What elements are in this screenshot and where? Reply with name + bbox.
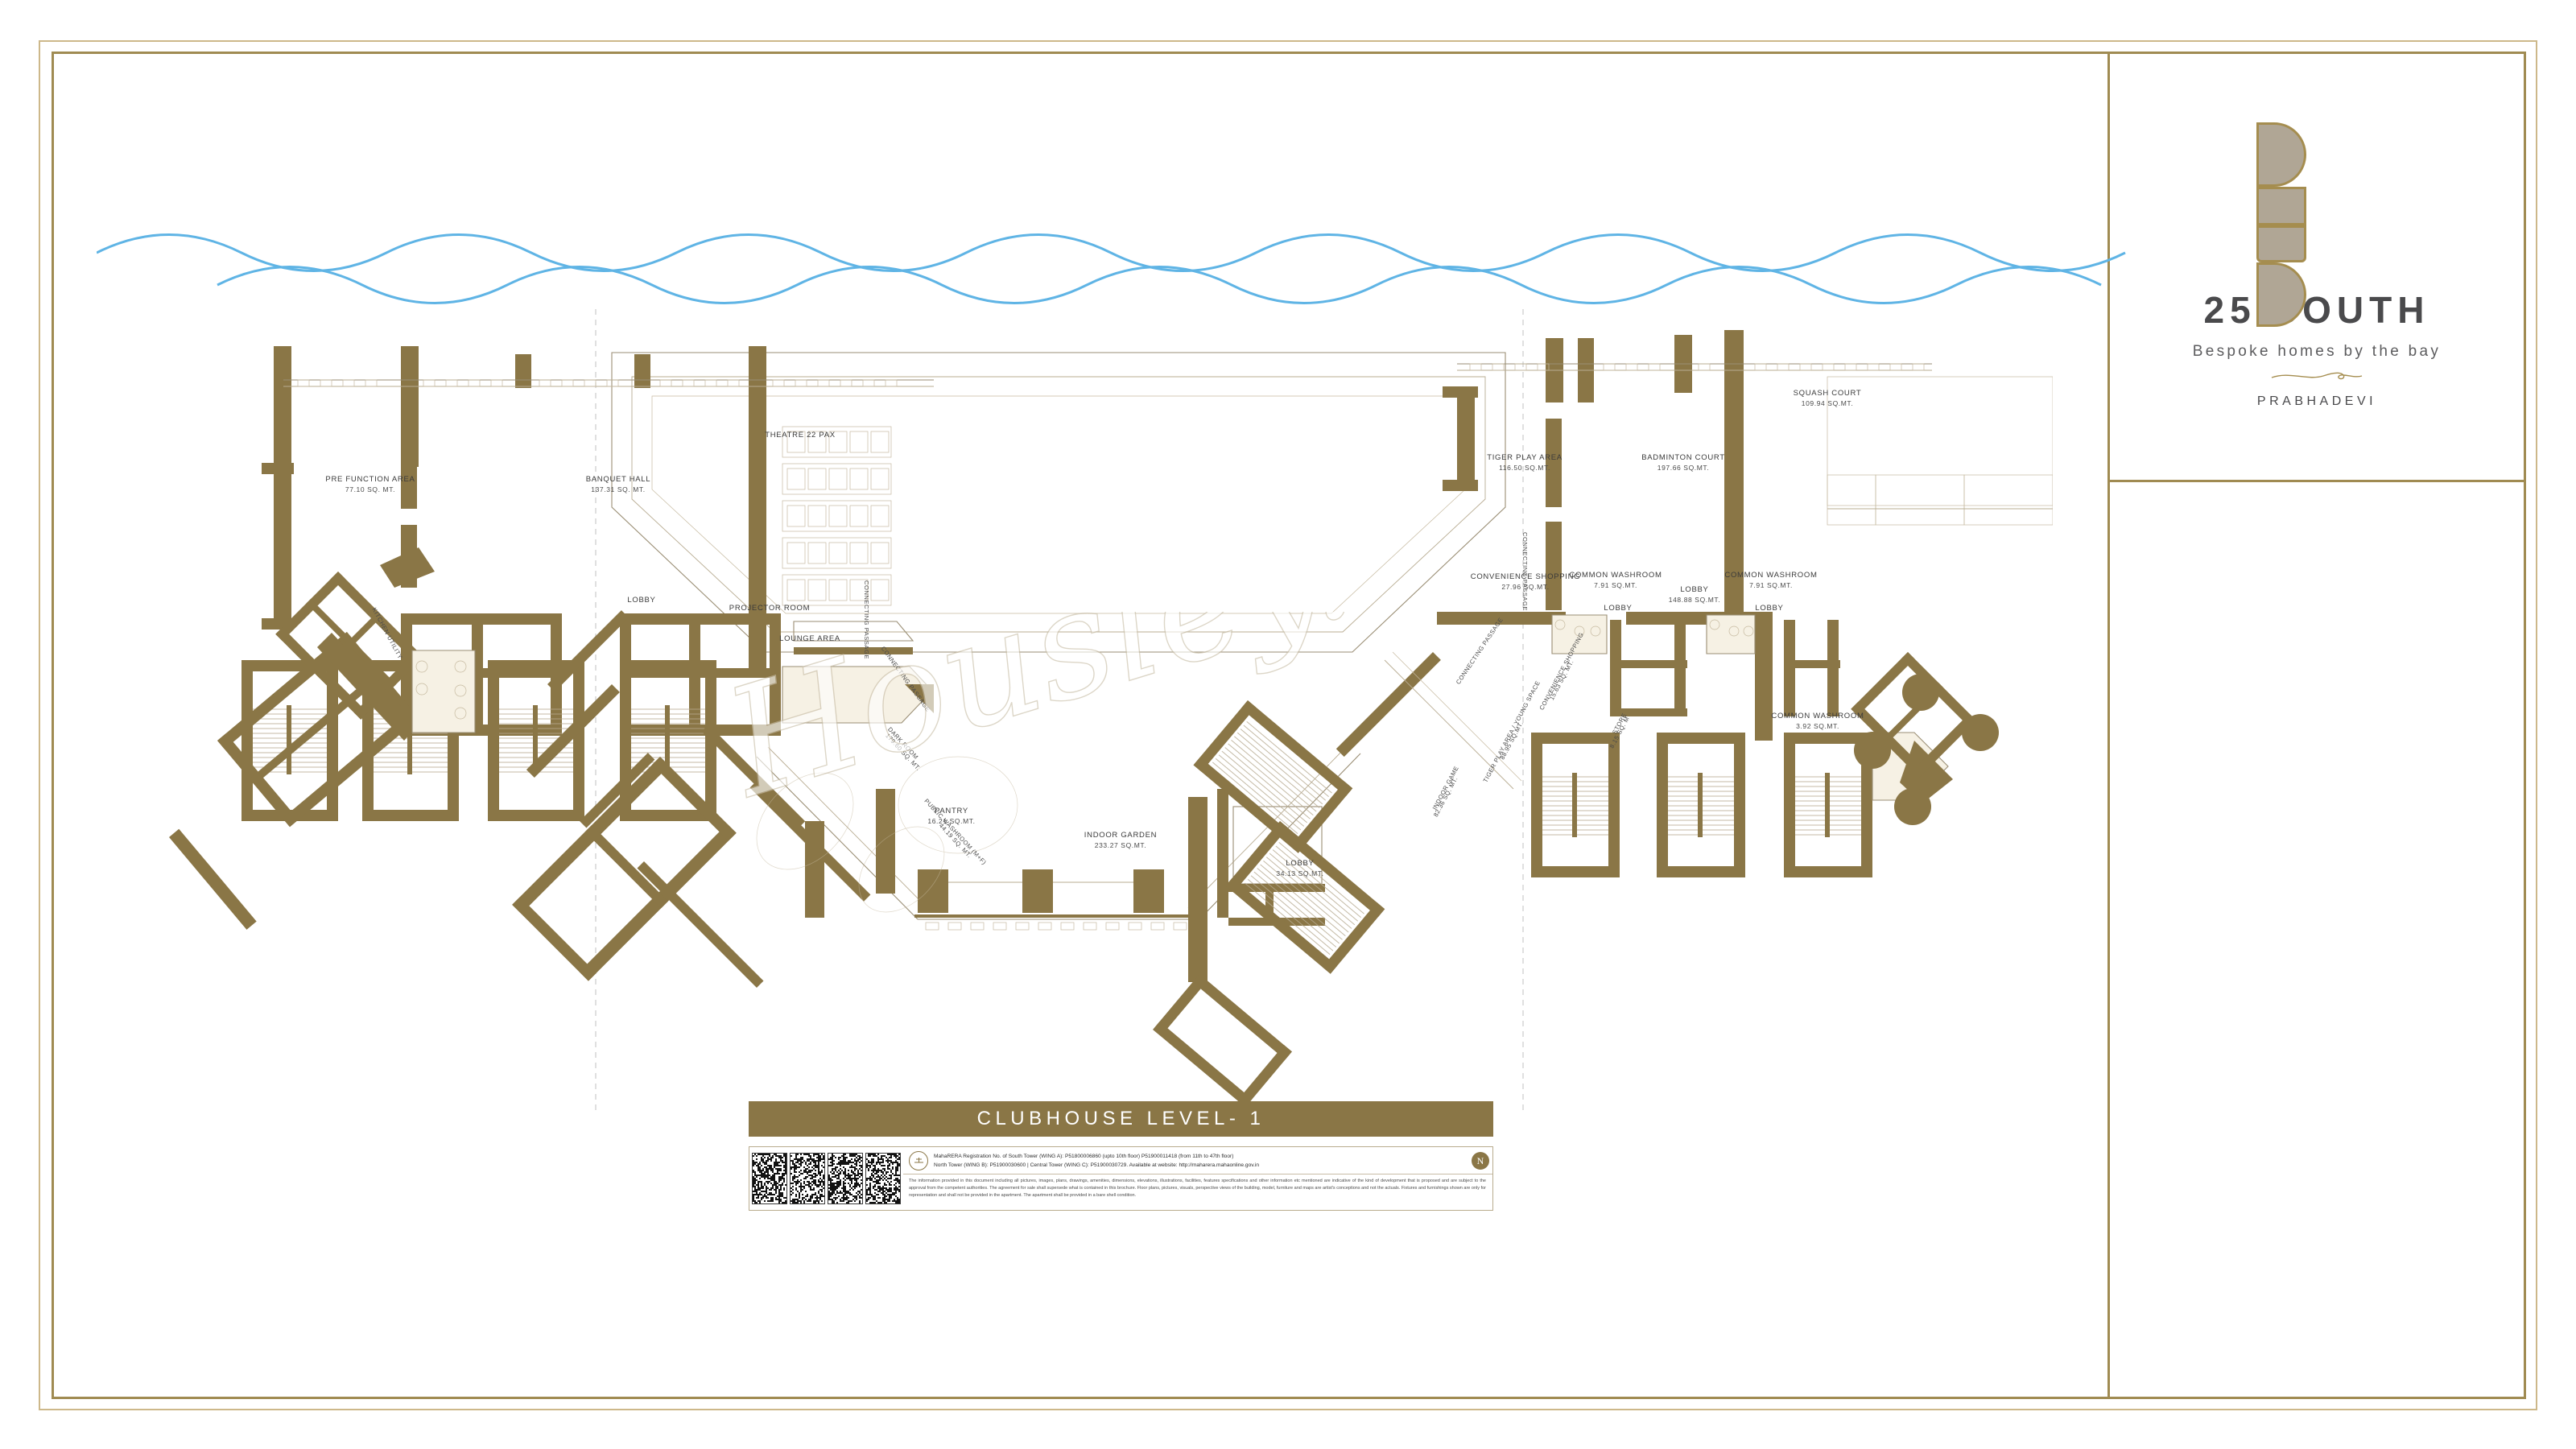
room-label: COMMON WASHROOM [1724, 571, 1817, 580]
rera-line-1: MahaRERA Registration No. of South Tower… [934, 1153, 1234, 1159]
plan-title: CLUBHOUSE LEVEL- 1 [976, 1108, 1265, 1129]
room-label: SQUASH COURT [1794, 389, 1862, 398]
sheet-border-inner [52, 52, 2526, 1399]
room-label: LOUNGE AREA [779, 634, 840, 643]
room-label: CONNECTING PASSAGE [1521, 532, 1529, 611]
room-label: TIGER PLAY AREA [1487, 453, 1563, 462]
panel-divider [2107, 52, 2110, 1399]
logo-panel-divider [2107, 480, 2526, 482]
room-label: 233.27 SQ.MT. [1095, 841, 1147, 849]
room-label: 7.91 SQ.MT. [1594, 581, 1637, 589]
rera-info-strip: MahaRERA Registration No. of South Tower… [749, 1146, 1493, 1211]
sea-waves-decoration [97, 233, 2126, 304]
flourish-icon [2268, 369, 2365, 387]
room-label: 7.91 SQ.MT. [1749, 581, 1793, 589]
room-label: 16.21 SQ.MT. [927, 817, 975, 825]
rera-seal-icon [909, 1151, 928, 1170]
room-label: LOBBY [1755, 604, 1783, 613]
room-label: BANQUET HALL [586, 475, 651, 484]
room-label: 109.94 SQ.MT. [1802, 399, 1854, 407]
room-label: 148.88 SQ.MT. [1669, 596, 1721, 604]
disclaimer-text: The information provided in this documen… [909, 1179, 1486, 1198]
qr-code-4[interactable] [865, 1153, 901, 1204]
sheet-border-outer [39, 40, 2537, 1410]
room-label: 27.96 SQ.MT. [1501, 583, 1549, 591]
qr-code-1[interactable] [752, 1153, 787, 1204]
room-label: 77.10 SQ. MT. [345, 485, 395, 493]
room-label: 34.13 SQ.MT. [1276, 869, 1323, 877]
room-label: 3.92 SQ.MT. [1796, 722, 1839, 730]
clubhouse-floor-plan: .w { fill:#8a7646; } /* solid wall poche… [169, 306, 2053, 1111]
decorative-dot [1902, 674, 1939, 711]
brand-name: 25 SOUTH [2203, 289, 2430, 331]
brand-logo-panel: 25 SOUTH Bespoke homes by the bay PRABHA… [2107, 52, 2526, 480]
room-label: THEATRE 22 PAX [765, 431, 836, 440]
room-label: PRE FUNCTION AREA [325, 475, 415, 484]
brand-tagline: Bespoke homes by the bay [2192, 343, 2442, 360]
room-label: CONNECTING PASSAGE [863, 580, 870, 659]
room-label: LOBBY [1604, 604, 1632, 613]
qr-code-2[interactable] [790, 1153, 825, 1204]
room-label: 197.66 SQ.MT. [1657, 464, 1710, 472]
qr-code-group [749, 1147, 903, 1210]
rera-line-2: North Tower (WING B): P51900030600 | Cen… [934, 1162, 1260, 1168]
north-arrow-icon: N [1472, 1152, 1489, 1170]
room-label: LOBBY [1286, 859, 1314, 868]
room-label: 116.50 SQ.MT. [1499, 464, 1550, 472]
plan-title-bar: CLUBHOUSE LEVEL- 1 [749, 1101, 1493, 1137]
qr-code-3[interactable] [828, 1153, 863, 1204]
decorative-dot [1894, 788, 1931, 825]
room-label: CONVENIENCE SHOPPING [1471, 572, 1580, 581]
room-label: CONNECTING PASSAGE [1455, 617, 1505, 686]
room-label: 137.31 SQ. MT. [591, 485, 645, 493]
room-label: COMMON WASHROOM [1569, 571, 1662, 580]
room-label: COMMON WASHROOM [1771, 712, 1864, 720]
brand-location: PRABHADEVI [2256, 394, 2377, 408]
room-label: LOBBY [1680, 585, 1708, 594]
decorative-dot [1962, 714, 1999, 751]
room-label: INDOOR GARDEN [1084, 831, 1157, 840]
room-label: PROJECTOR ROOM [729, 604, 810, 613]
room-label: LOBBY [627, 596, 655, 605]
25-monogram-icon [2256, 122, 2377, 327]
decorative-dot [1854, 732, 1891, 769]
room-label: PANTRY [935, 807, 968, 815]
room-label: BADMINTON COURT [1641, 453, 1725, 462]
